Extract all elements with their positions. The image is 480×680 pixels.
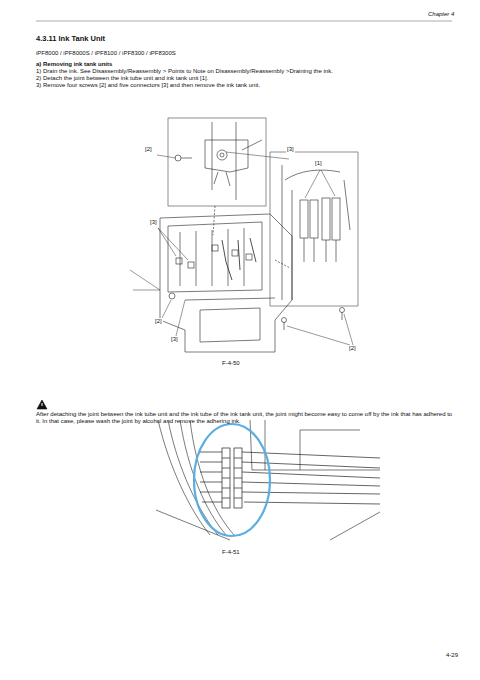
screw-shaft [284, 322, 285, 330]
connector [220, 153, 224, 157]
figure-number: F-4-50 [222, 360, 240, 367]
connector [212, 245, 218, 251]
figure-number: F-4-51 [222, 549, 240, 556]
connector [232, 250, 238, 256]
subheading: a) Removing ink tank units [36, 61, 112, 68]
callout-number: [2] [144, 146, 153, 153]
section-heading: 4.3.11 Ink Tank Unit [36, 34, 105, 43]
callout-number: [1] [314, 160, 323, 167]
inset-frame [270, 152, 358, 306]
wire [214, 140, 262, 186]
connector [217, 150, 227, 160]
leader-lines [130, 152, 353, 345]
screw [282, 318, 287, 323]
screw [169, 293, 175, 299]
warning-note: After detaching the joint between the in… [36, 411, 456, 425]
screw [340, 308, 345, 313]
model-list: iPF8000 / iPF8000S / iPF8100 / iPF8300 /… [36, 50, 176, 57]
header-rule [36, 21, 452, 22]
tube-joint-figure [156, 420, 380, 540]
bracket [205, 122, 248, 200]
warning-icon [37, 400, 47, 409]
ink-tank-unit [160, 214, 292, 352]
warning-mark [42, 403, 43, 406]
frame [282, 165, 340, 300]
connector [188, 262, 194, 268]
callout-number: [3] [286, 146, 295, 153]
connector [246, 254, 252, 260]
callout-number: [2] [154, 318, 163, 325]
screw-shaft [181, 158, 192, 159]
screw-shaft [342, 312, 343, 320]
wires [222, 238, 256, 280]
callout-number: [2] [348, 345, 357, 352]
step-text: 1) Drain the ink. See Disassembly/Reasse… [36, 68, 333, 75]
inset-leader [275, 260, 290, 268]
inset-frame [168, 118, 266, 206]
connector [176, 258, 182, 264]
ink-tube-joints [300, 180, 350, 262]
chapter-header: Chapter 4 [428, 11, 454, 18]
inset-leader [213, 206, 215, 235]
page-number: 4-29 [446, 652, 458, 659]
base [185, 298, 275, 342]
callout-number: [3] [170, 336, 179, 343]
step-text: 2) Detach the joint between the ink tube… [36, 75, 208, 82]
callout-number: [3] [149, 219, 158, 226]
tank-slots [168, 222, 262, 292]
step-text: 3) Remove four screws [2] and five conne… [36, 82, 260, 89]
